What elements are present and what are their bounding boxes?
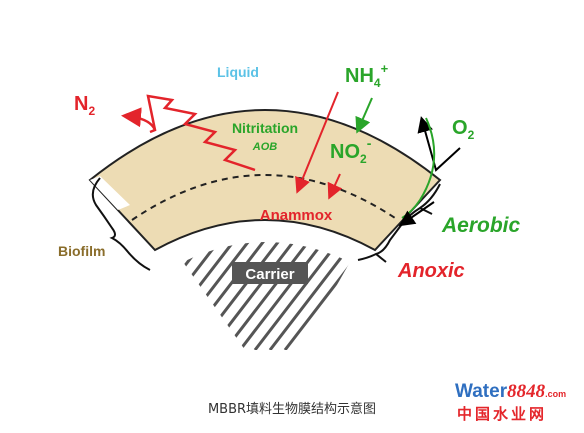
logo-word: Water [455,381,508,402]
n2-label: N2 [74,93,95,118]
nh4-to-nitritation-arrow [355,97,373,134]
no2-to-anammox-arrow [327,173,343,200]
aerobic-anoxic-boundary [131,174,399,221]
biofilm-brace [91,177,151,271]
n2-release-arrow [146,94,256,172]
n2-arrow-tail [121,107,157,131]
biofilm-edge-gap [90,176,130,210]
anoxic-tick [375,253,387,263]
logo-chinese: 中国水业网 [457,405,548,423]
aerobic-label: Aerobic [441,214,521,237]
biofilm-label: Biofilm [58,243,105,259]
anammox-label: Anammox [260,207,333,224]
figure-caption: MBBR填料生物膜结构示意图 [207,402,377,417]
nh4-to-anammox-arrow [295,91,339,194]
logo-number: 8848 [507,381,546,402]
carrier-label-box [232,262,308,284]
carrier-label: Carrier [245,266,294,283]
nh4-label: NH4+ [345,61,389,90]
site-logo[interactable]: Water8848.com 中国水业网 [455,382,575,426]
o2-diffusion-black-arrow [417,116,461,172]
nitritation-label: Nitritation [232,120,298,136]
logo-suffix: .com [545,389,567,399]
aob-label: AOB [252,141,278,153]
aerobic-tick [419,207,433,215]
o2-label: O2 [452,117,475,142]
o2-aerobic-pointer [398,201,435,227]
no2-label: NO2- [330,135,372,166]
liquid-label: Liquid [217,64,259,80]
anoxic-label: Anoxic [397,260,465,282]
layer-brace-right [357,183,441,261]
